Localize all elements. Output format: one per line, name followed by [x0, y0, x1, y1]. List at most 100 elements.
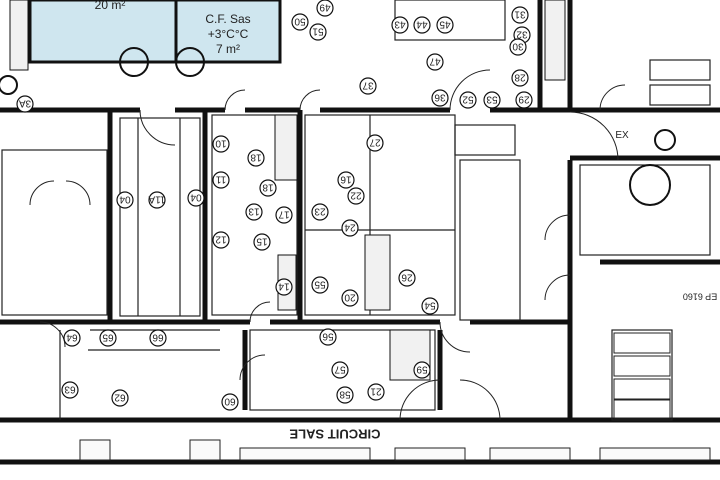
equipment-tag-label: 10: [215, 138, 227, 149]
equipment-tag-circle: [391, 16, 409, 34]
doors: [29, 69, 626, 421]
equipment-tag-circle: [459, 91, 477, 109]
equipment-tag: 66: [149, 329, 167, 347]
equipment-tag: 04: [116, 191, 134, 209]
equipment-tag-circle: [431, 89, 449, 107]
equipment-tag-label: 16: [340, 174, 352, 185]
equipment-tag: 21: [367, 383, 385, 401]
equipment-tag-circle: [212, 171, 230, 189]
equipment-tag-label: 22: [350, 190, 362, 201]
equipment-tag: 51: [309, 23, 327, 41]
equipment-tag: 54: [421, 297, 439, 315]
equipment-tag-circle: [99, 329, 117, 347]
equipment-tag: 10: [212, 135, 230, 153]
equipment-tag-label: 21: [370, 386, 382, 397]
walls: [0, 0, 720, 465]
equipment-tag-label: 26: [401, 272, 413, 283]
equipment-tag-circle: [259, 179, 277, 197]
equipment-tag: 11A: [148, 191, 166, 209]
equipment-tag: 15: [253, 233, 271, 251]
equipment-tag-circle: [149, 329, 167, 347]
equipment-tag-label: 59: [416, 364, 428, 375]
equipment-tag-circle: [483, 91, 501, 109]
equipment-tag-label: 30: [512, 41, 524, 52]
equipment-tag: 20: [341, 289, 359, 307]
equipment-tag-circle: [337, 171, 355, 189]
equipment-tag-label: 12: [215, 234, 227, 245]
equipment-tag-label: 13: [248, 206, 260, 217]
equipment-tag: 29: [515, 91, 533, 109]
equipment-tag-label: 62: [114, 392, 126, 403]
equipment-tag: 27: [366, 134, 384, 152]
equipment-tag-circle: [316, 0, 334, 17]
equipment-tag-label: 04: [119, 194, 131, 205]
equipment-tag: 04: [187, 189, 205, 207]
equipment-tag: 11: [212, 171, 230, 189]
equipment-tag-circle: [509, 38, 527, 56]
equipment-tag: 3A: [16, 95, 34, 113]
equipment-tag-circle: [359, 77, 377, 95]
equipment-tag-circle: [275, 278, 293, 296]
equipment-tag-circle: [311, 276, 329, 294]
equipment-tag: 13: [245, 203, 263, 221]
equipment-tag-circle: [221, 393, 239, 411]
equipment-tag: 12: [212, 231, 230, 249]
equipment-tag-label: 28: [514, 72, 526, 83]
equipment-tag-label: 60: [224, 396, 236, 407]
equipment-tag-circle: [16, 95, 34, 113]
equipment-tag-label: 37: [362, 80, 374, 91]
equipment-tag-label: 20: [344, 292, 356, 303]
equipment-tag-circle: [421, 297, 439, 315]
reference-label: EP 6160: [682, 291, 718, 302]
equipment-tag: 31: [511, 6, 529, 24]
equipment-tag-label: 47: [429, 56, 441, 67]
cold-room-label: C.F. Sas +3°C°C 7 m²: [180, 12, 276, 57]
cold-room-name: C.F. Sas: [205, 12, 251, 26]
equipment-tag: 18: [247, 149, 265, 167]
equipment-tag-label: 49: [319, 2, 331, 13]
cold-room-fill: [174, 0, 282, 64]
seating-block: [613, 332, 671, 419]
equipment-tag-circle: [511, 69, 529, 87]
equipment-tag-label: 11: [215, 174, 226, 185]
equipment-tag: 17: [275, 206, 293, 224]
equipment-tag-circle: [309, 23, 327, 41]
equipment-tag-label: 18: [250, 152, 262, 163]
equipment-tag-circle: [212, 135, 230, 153]
equipment-tag-label: 36: [434, 92, 446, 103]
equipment-tag: 43: [391, 16, 409, 34]
equipment-tag-label: 58: [339, 389, 351, 400]
equipment-tag-circle: [331, 361, 349, 379]
equipment-tag-circle: [336, 386, 354, 404]
equipment-tag-circle: [436, 16, 454, 34]
equipment-tag-label: 63: [64, 384, 76, 395]
equipment-tag-label: 29: [518, 94, 530, 105]
equipment-tag: 14: [275, 278, 293, 296]
equipment-tag: 37: [359, 77, 377, 95]
equipment-tag: 65: [99, 329, 117, 347]
equipment-tag-circle: [61, 381, 79, 399]
equipment-tag-circle: [366, 134, 384, 152]
equipment-tag-label: 65: [102, 332, 114, 343]
counters: [79, 439, 711, 461]
equipment-tag: 53: [483, 91, 501, 109]
equipment-tag: 26: [398, 269, 416, 287]
equipment-tag-circle: [245, 203, 263, 221]
equipment-tag-circle: [426, 53, 444, 71]
equipment-tag: 52: [459, 91, 477, 109]
top-left-room-fill: [28, 0, 180, 64]
equipment-tag-label: 55: [314, 279, 326, 290]
equipment-tag: 45: [436, 16, 454, 34]
equipment-tag-label: 14: [278, 281, 290, 292]
equipment-tag-circle: [187, 189, 205, 207]
equipment-tag: 18: [259, 179, 277, 197]
equipment-tag-circle: [253, 233, 271, 251]
equipment-tag: 44: [413, 16, 431, 34]
equipment-tag-label: 17: [278, 209, 290, 220]
equipment-tag-circle: [212, 231, 230, 249]
equipment-tag-label: 24: [344, 222, 356, 233]
equipment-tag-label: 44: [416, 19, 428, 30]
